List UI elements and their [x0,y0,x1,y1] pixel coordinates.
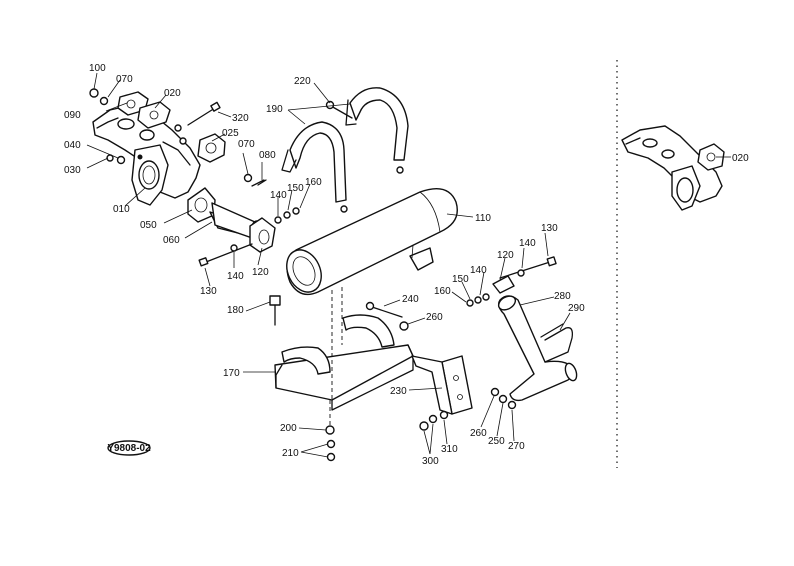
callout-label: 140 [519,238,536,249]
callout-label: 170 [223,368,240,379]
callout-label: 080 [259,150,276,161]
drawing-code-badge: Y9808-02 [107,440,151,456]
bolt-220 [325,100,353,119]
callout-label: 090 [64,110,81,121]
callout-label: 150 [452,274,469,285]
callout-label: 140 [227,271,244,282]
callout-label: 120 [497,250,514,261]
callout-label: 270 [508,441,525,452]
muffler-bracket [274,287,414,462]
callout-label: 010 [113,204,130,215]
bolt-240 [365,301,409,331]
callout-label: 210 [282,448,299,459]
callout-label: 280 [554,291,571,302]
callout-label: 140 [270,190,287,201]
callout-label: 310 [441,444,458,455]
exhaust-pipe-flange [187,187,276,253]
callout-label: 050 [140,220,157,231]
bolt-180 [269,295,281,326]
right-fasteners [419,256,557,431]
callout-label: 260 [470,428,487,439]
callout-label: 130 [200,286,217,297]
callout-label: 070 [238,139,255,150]
callout-label: 260 [426,312,443,323]
callout-label: 020 [732,153,749,164]
callout-label: 110 [475,213,491,224]
muffler [286,188,458,296]
u-bolt [540,323,574,363]
callout-label: 240 [402,294,419,305]
callout-label: 160 [434,286,451,297]
callout-label: 100 [89,63,106,74]
callout-label: 025 [222,128,239,139]
manifold-gasket [117,91,226,163]
callout-label: 120 [252,267,269,278]
callout-label: 160 [305,177,322,188]
callout-label: 320 [232,113,249,124]
exhaust-manifold [92,102,201,206]
callout-label: 180 [227,305,244,316]
tail-pipe [492,275,578,402]
callout-label: 220 [294,76,311,87]
tailpipe-bracket [411,355,473,415]
drawing-code: Y9808-02 [107,443,151,454]
callout-label: 230 [390,386,407,397]
muffler-strap [281,87,409,213]
leader-lines [86,72,731,458]
callout-label: 030 [64,165,81,176]
callout-label: 250 [488,436,505,447]
inset-manifold [621,125,725,211]
callout-label: 290 [568,303,585,314]
callout-label: 300 [422,456,439,467]
callout-label: 200 [280,423,297,434]
callout-label: 060 [163,235,180,246]
callout-label: 070 [116,74,133,85]
callout-label: 130 [541,223,558,234]
callout-label: 040 [64,140,81,151]
callout-label: 140 [470,265,487,276]
bolt-130-left [198,173,300,267]
callout-label: 020 [164,88,181,99]
callout-label: 150 [287,183,304,194]
callout-labels: 100 070 020 090 320 025 040 030 070 080 … [64,63,749,467]
callout-label: 190 [266,104,283,115]
